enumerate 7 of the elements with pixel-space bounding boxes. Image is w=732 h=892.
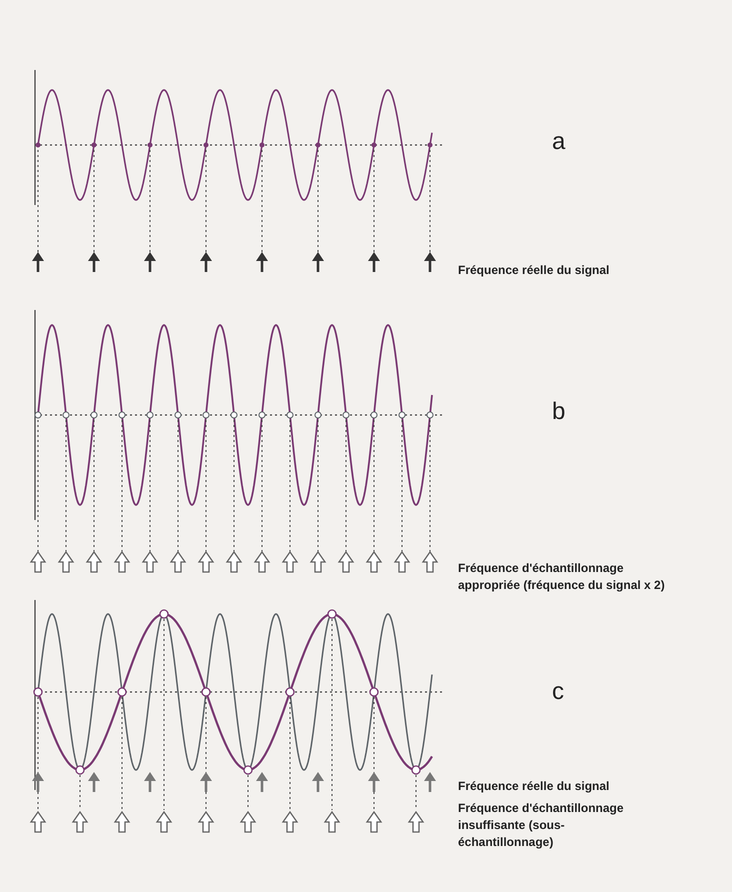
caption: Fréquence réelle du signal <box>458 262 610 279</box>
caption: Fréquence d'échantillonnage insuffisante (sous-échantillonnage) <box>458 800 625 851</box>
panel-letter: b <box>552 398 566 426</box>
caption: Fréquence d'échantillonnage appropriée (fréquence du signal x 2) <box>458 560 666 594</box>
panel-letter: c <box>552 678 565 706</box>
caption: Fréquence réelle du signal <box>458 778 610 795</box>
panel-letter: a <box>552 128 566 156</box>
